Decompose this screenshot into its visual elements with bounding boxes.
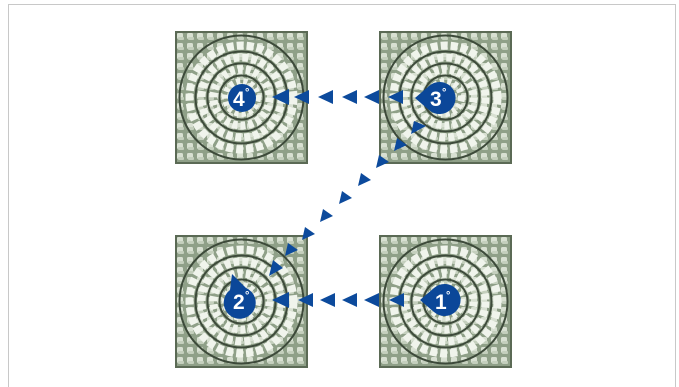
laying-sequence-arrow-icon xyxy=(339,191,352,204)
laying-sequence-arrow-icon xyxy=(376,155,389,168)
tile-3-number: 3 xyxy=(430,88,442,111)
tile-2-symbol: ° xyxy=(245,290,249,302)
laying-sequence-arrow-icon xyxy=(394,138,407,151)
tile-1-symbol: ° xyxy=(446,290,450,302)
laying-sequence-arrow-icon xyxy=(318,90,333,104)
laying-sequence-arrow-icon xyxy=(272,292,289,308)
laying-sequence-arrow-icon xyxy=(272,89,289,105)
laying-sequence-arrow-icon xyxy=(342,293,357,307)
laying-sequence-arrow-icon xyxy=(320,209,333,222)
laying-sequence-arrow-icon xyxy=(364,293,379,307)
tile-2-badge: 2 ° xyxy=(223,274,256,319)
tile-1-number: 1 xyxy=(435,291,447,314)
tile-3-badge: 3 ° xyxy=(415,82,456,114)
laying-sequence-arrow-icon xyxy=(364,90,379,104)
tile-3-symbol: ° xyxy=(442,87,446,99)
arrow-row-bottom xyxy=(272,292,404,308)
laying-sequence-arrow-icon xyxy=(342,90,357,104)
laying-sequence-arrow-icon xyxy=(388,90,403,104)
laying-sequence-arrow-icon xyxy=(320,293,335,307)
tile-2-number: 2 xyxy=(233,291,245,314)
tile-4-badge: 4 ° xyxy=(228,84,256,112)
laying-sequence-arrow-icon xyxy=(298,293,313,307)
arrow-row-top xyxy=(272,89,403,105)
laying-sequence-arrow-icon xyxy=(389,293,404,307)
tile-1-badge: 1 ° xyxy=(420,284,461,316)
tile-4-symbol: ° xyxy=(245,87,249,99)
arrow-diagonal xyxy=(269,121,426,276)
tile-4-number: 4 xyxy=(233,88,245,111)
laying-sequence-arrow-icon xyxy=(294,90,309,104)
laying-sequence-arrow-icon xyxy=(411,121,426,134)
laying-sequence-arrow-icon xyxy=(269,260,283,276)
tile-1: 1 ° xyxy=(379,235,512,368)
laying-sequence-arrow-icon xyxy=(285,243,298,256)
laying-sequence-arrow-icon xyxy=(302,227,315,240)
laying-sequence-arrow-icon xyxy=(358,173,371,186)
